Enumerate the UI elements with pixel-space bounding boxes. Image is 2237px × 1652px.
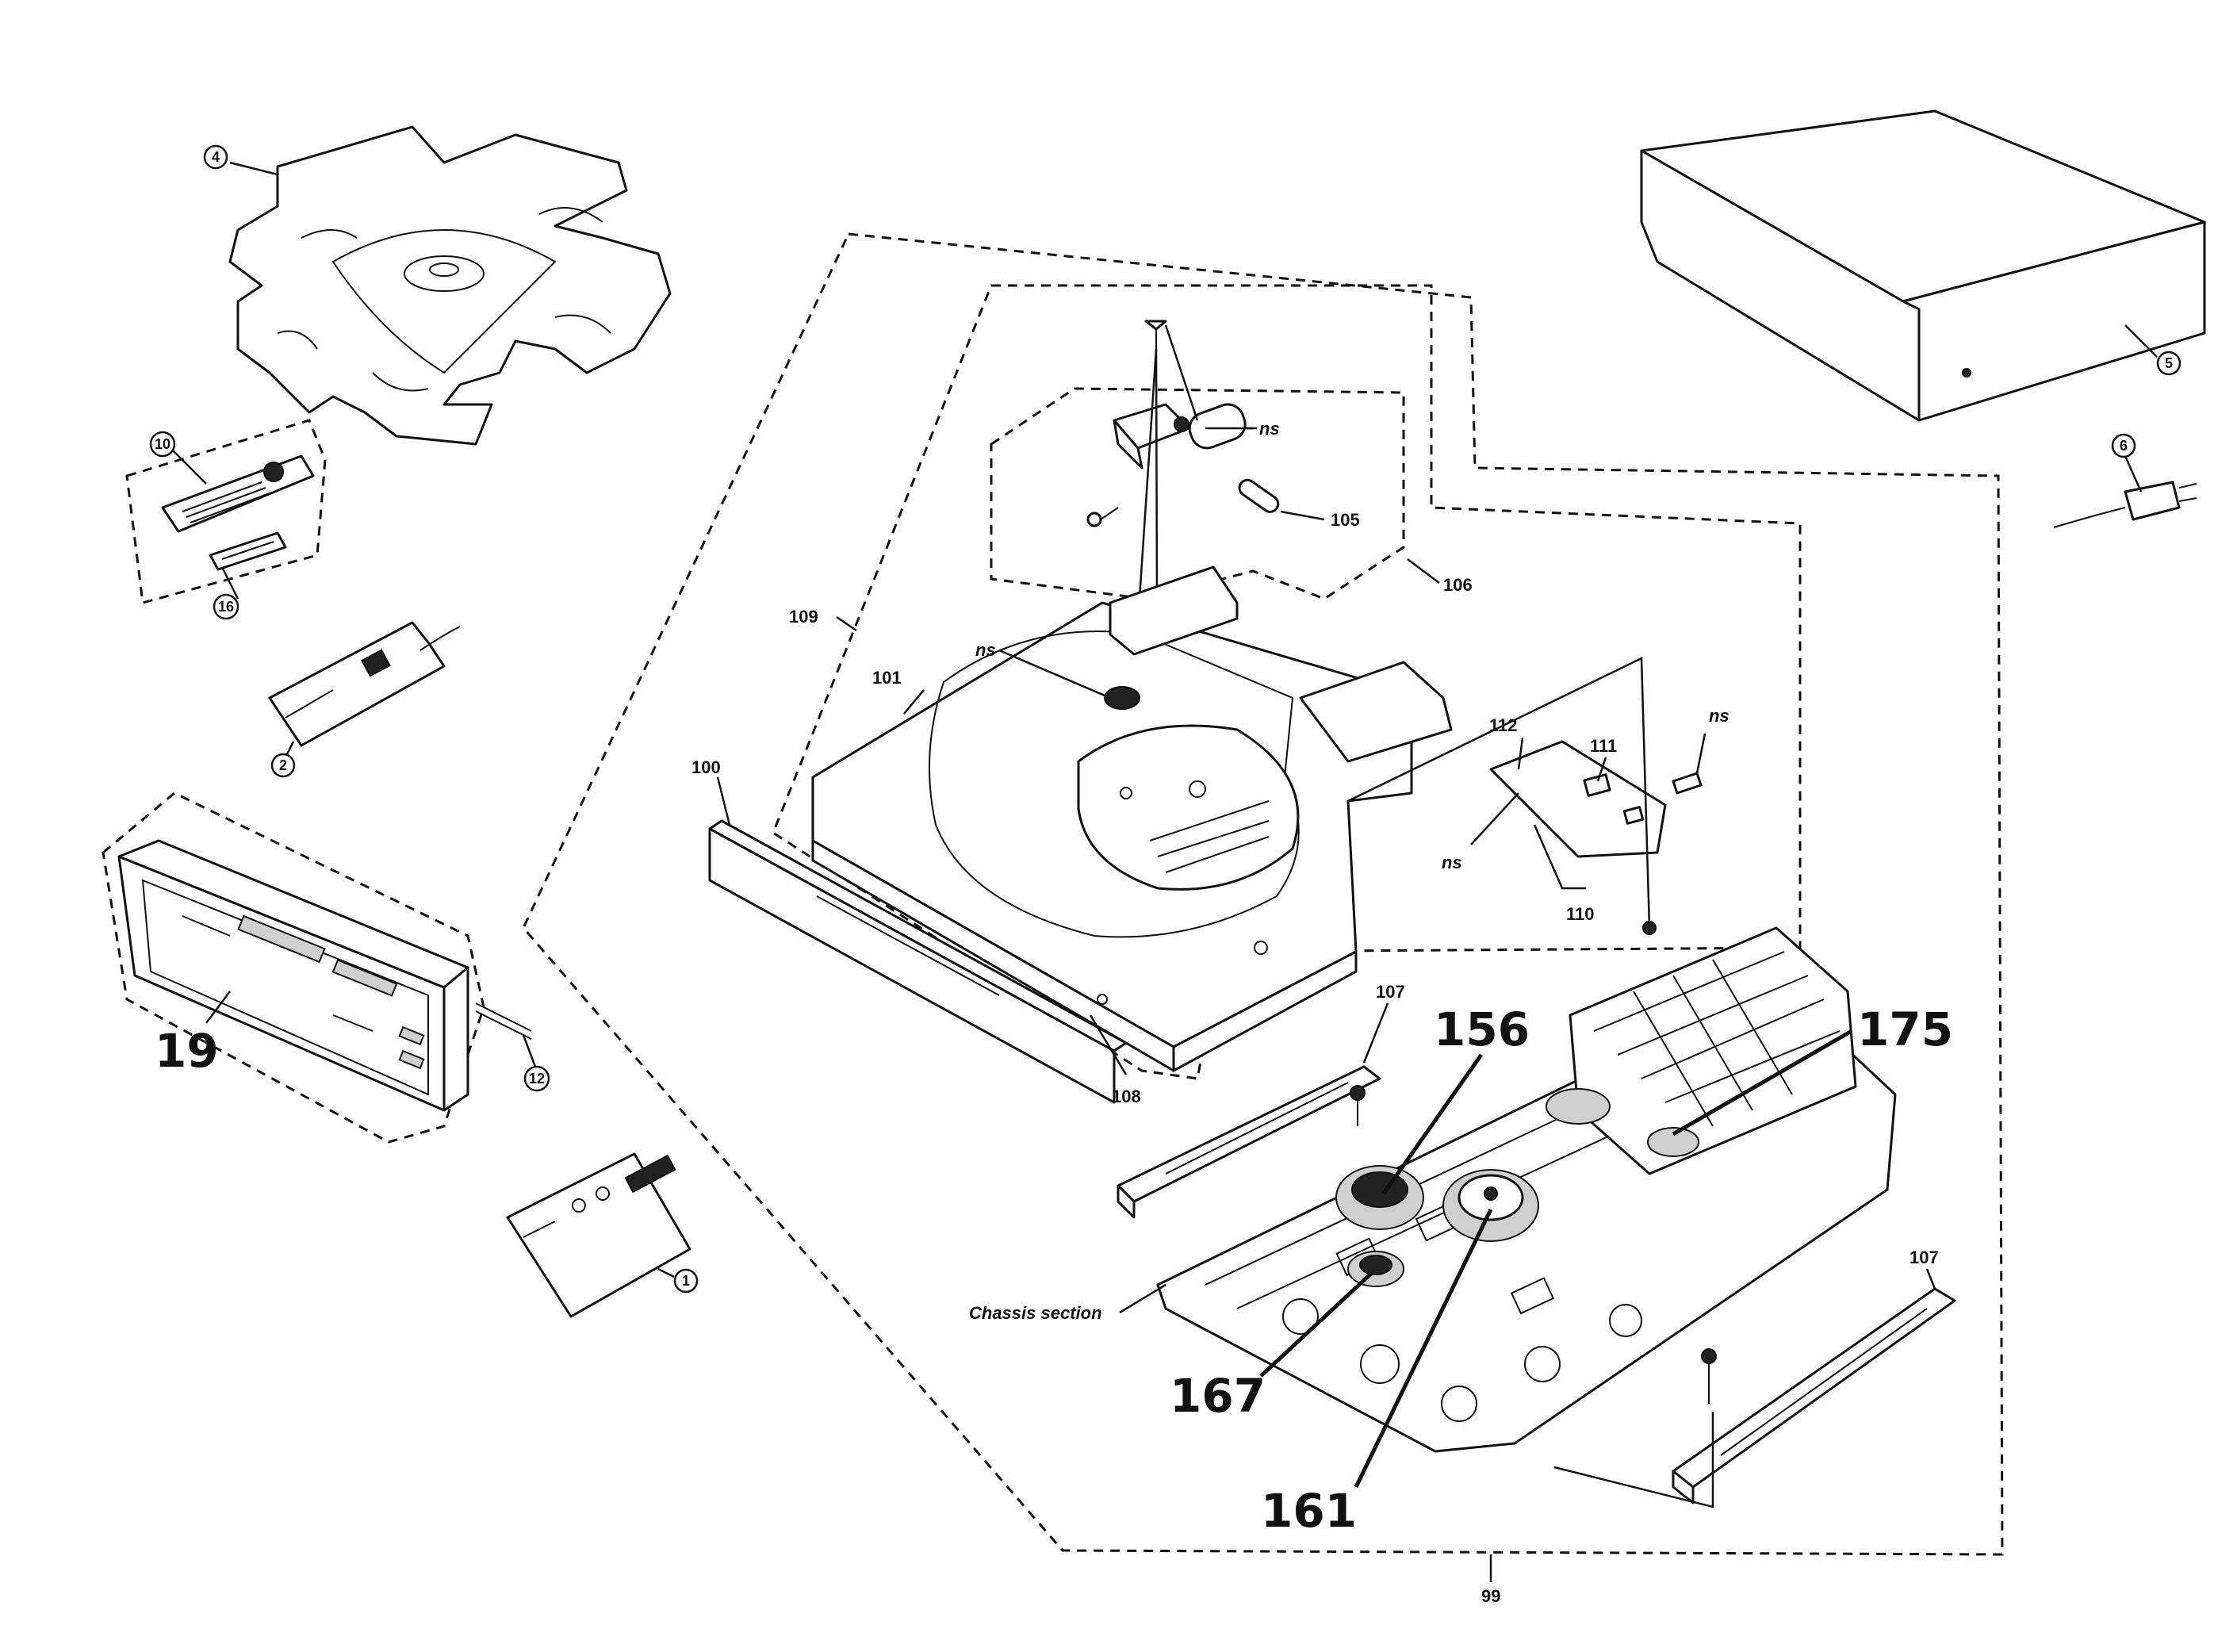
part-1-main-pcb — [506, 1152, 691, 1318]
part-5-top-cover — [1640, 109, 2206, 422]
part-156-gear — [1335, 1165, 1424, 1230]
group-99-outline — [522, 232, 2004, 1556]
label-ns-motor: ns — [1259, 419, 1280, 439]
label-111: 111 — [1590, 736, 1617, 756]
label-108: 108 — [1112, 1087, 1141, 1106]
part-101-disc-tray — [811, 565, 1453, 1072]
callout-6: 6 — [2111, 433, 2136, 458]
label-ns-pcb-left: ns — [1442, 853, 1462, 872]
label-107-top: 107 — [1376, 982, 1405, 1002]
callout-2-text: 2 — [279, 757, 287, 773]
label-99: 99 — [1481, 1586, 1500, 1606]
label-109: 109 — [789, 607, 818, 627]
label-ns-pcb: ns — [1709, 706, 1729, 726]
part-screw-top — [1144, 320, 1167, 349]
label-101: 101 — [872, 668, 902, 688]
label-105: 105 — [1331, 510, 1360, 530]
part-100-tray-front — [708, 819, 1128, 1104]
part-6-power-cord — [2053, 481, 2197, 528]
part-161-gear — [1442, 1169, 1539, 1242]
part-105-spring — [1238, 478, 1280, 513]
label-106: 106 — [1443, 575, 1473, 595]
label-161: 161 — [1261, 1484, 1357, 1538]
callout-6-text: 6 — [2120, 438, 2128, 454]
part-2-switch-pcb — [268, 621, 461, 747]
part-screw-pcb — [1642, 921, 1657, 935]
callout-4-text: 4 — [212, 149, 220, 165]
callout-4: 4 — [203, 144, 228, 170]
part-10-remote-control — [161, 454, 315, 533]
part-screw-rail-left — [1350, 1085, 1366, 1126]
label-156: 156 — [1434, 1002, 1530, 1056]
part-107-rail-left — [1117, 1065, 1381, 1219]
callout-16-text: 16 — [218, 599, 234, 615]
callout-1: 1 — [673, 1268, 699, 1294]
part-167-gear — [1347, 1251, 1404, 1287]
part-110-pcb — [1489, 740, 1703, 858]
part-pickup-motor — [1113, 403, 1247, 470]
part-19-front-panel — [117, 839, 469, 1112]
part-4-disc-turntable — [228, 125, 672, 446]
label-100: 100 — [691, 757, 721, 777]
part-screw-rail-right — [1701, 1348, 1717, 1404]
callout-16: 16 — [213, 593, 239, 620]
callout-5-text: 5 — [2165, 355, 2173, 371]
callout-2: 2 — [270, 753, 296, 778]
callout-5: 5 — [2156, 351, 2181, 376]
label-chassis-section: Chassis section — [969, 1303, 1102, 1323]
part-12-flex-cable — [475, 1002, 532, 1040]
label-107-right: 107 — [1909, 1248, 1939, 1267]
callout-10: 10 — [149, 431, 176, 458]
label-19: 19 — [155, 1024, 219, 1078]
group-106-outline — [990, 387, 1405, 600]
callout-1-text: 1 — [682, 1273, 690, 1289]
part-screw-side — [1086, 507, 1119, 527]
part-175-mechanism — [1546, 926, 1857, 1175]
label-110: 110 — [1566, 904, 1595, 924]
callout-12: 12 — [523, 1065, 550, 1092]
label-ns-spindle: ns — [975, 640, 996, 660]
label-167: 167 — [1170, 1369, 1266, 1423]
callout-12-text: 12 — [529, 1071, 545, 1087]
part-107-rail-right — [1672, 1287, 1956, 1504]
callout-10-text: 10 — [155, 436, 170, 452]
part-16-battery-cover — [209, 531, 287, 571]
label-175: 175 — [1857, 1002, 1953, 1056]
